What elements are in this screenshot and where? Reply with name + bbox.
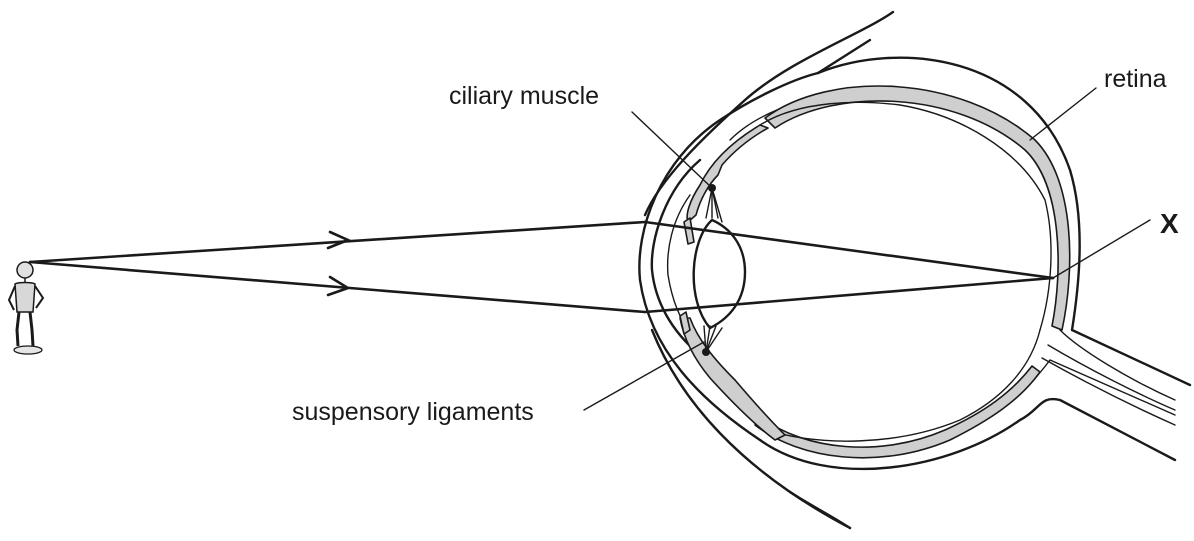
iris-upper (684, 218, 694, 244)
suspensory-ligaments-upper (706, 188, 722, 222)
lens (694, 220, 745, 328)
ciliary-body-upper (687, 125, 768, 222)
retina-label: retina (1104, 65, 1167, 93)
iris-lower (680, 312, 690, 334)
retina-band (765, 86, 1070, 330)
sclera-outer-lower (639, 73, 1175, 469)
choroid-line-lower (760, 360, 1175, 449)
retina-band-lower (755, 366, 1040, 458)
observer-figure (9, 262, 43, 354)
point-x-label: X (1160, 208, 1179, 239)
suspensory-ligaments-label: suspensory ligaments (292, 398, 534, 426)
retina-leader (1030, 88, 1096, 140)
eyelid-lower (652, 330, 850, 528)
suspensory-ligaments-lower (704, 326, 722, 352)
light-rays (30, 222, 1053, 312)
ciliary-muscle-label: ciliary muscle (449, 82, 599, 110)
ciliary-muscle-leader (632, 112, 712, 188)
sclera-outer (818, 58, 1190, 385)
vitreous-boundary-lower (760, 330, 1040, 441)
